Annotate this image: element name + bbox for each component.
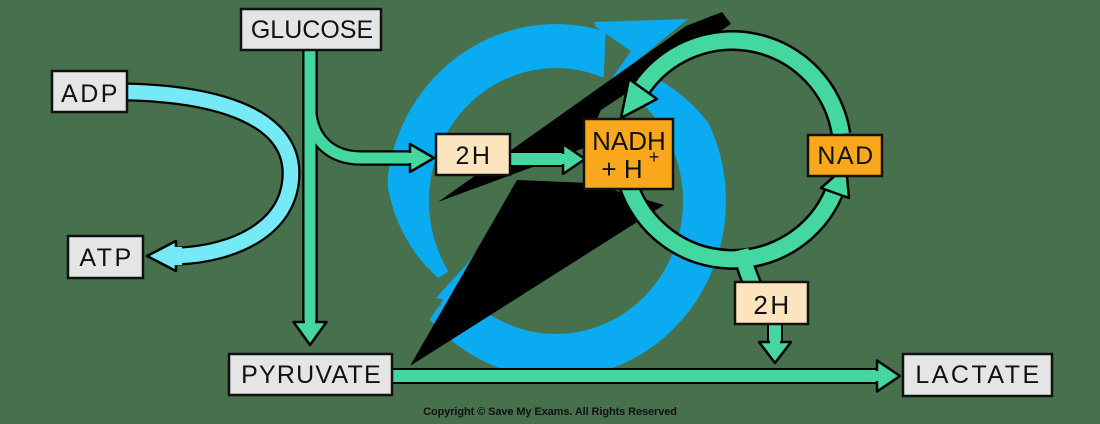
svg-text:ADP: ADP: [61, 80, 120, 108]
svg-text:2H: 2H: [456, 142, 493, 170]
svg-text:+ H: + H: [601, 154, 642, 184]
svg-text:+: +: [649, 147, 660, 167]
svg-text:2H: 2H: [753, 290, 791, 320]
svg-text:NAD: NAD: [817, 142, 874, 170]
svg-text:NADH: NADH: [592, 126, 666, 156]
svg-text:Copyright © Save My Exams. All: Copyright © Save My Exams. All Rights Re…: [423, 406, 677, 418]
svg-text:LACTATE: LACTATE: [915, 361, 1041, 389]
svg-text:PYRUVATE: PYRUVATE: [241, 361, 382, 389]
svg-text:ATP: ATP: [79, 244, 133, 272]
svg-text:GLUCOSE: GLUCOSE: [251, 16, 373, 44]
